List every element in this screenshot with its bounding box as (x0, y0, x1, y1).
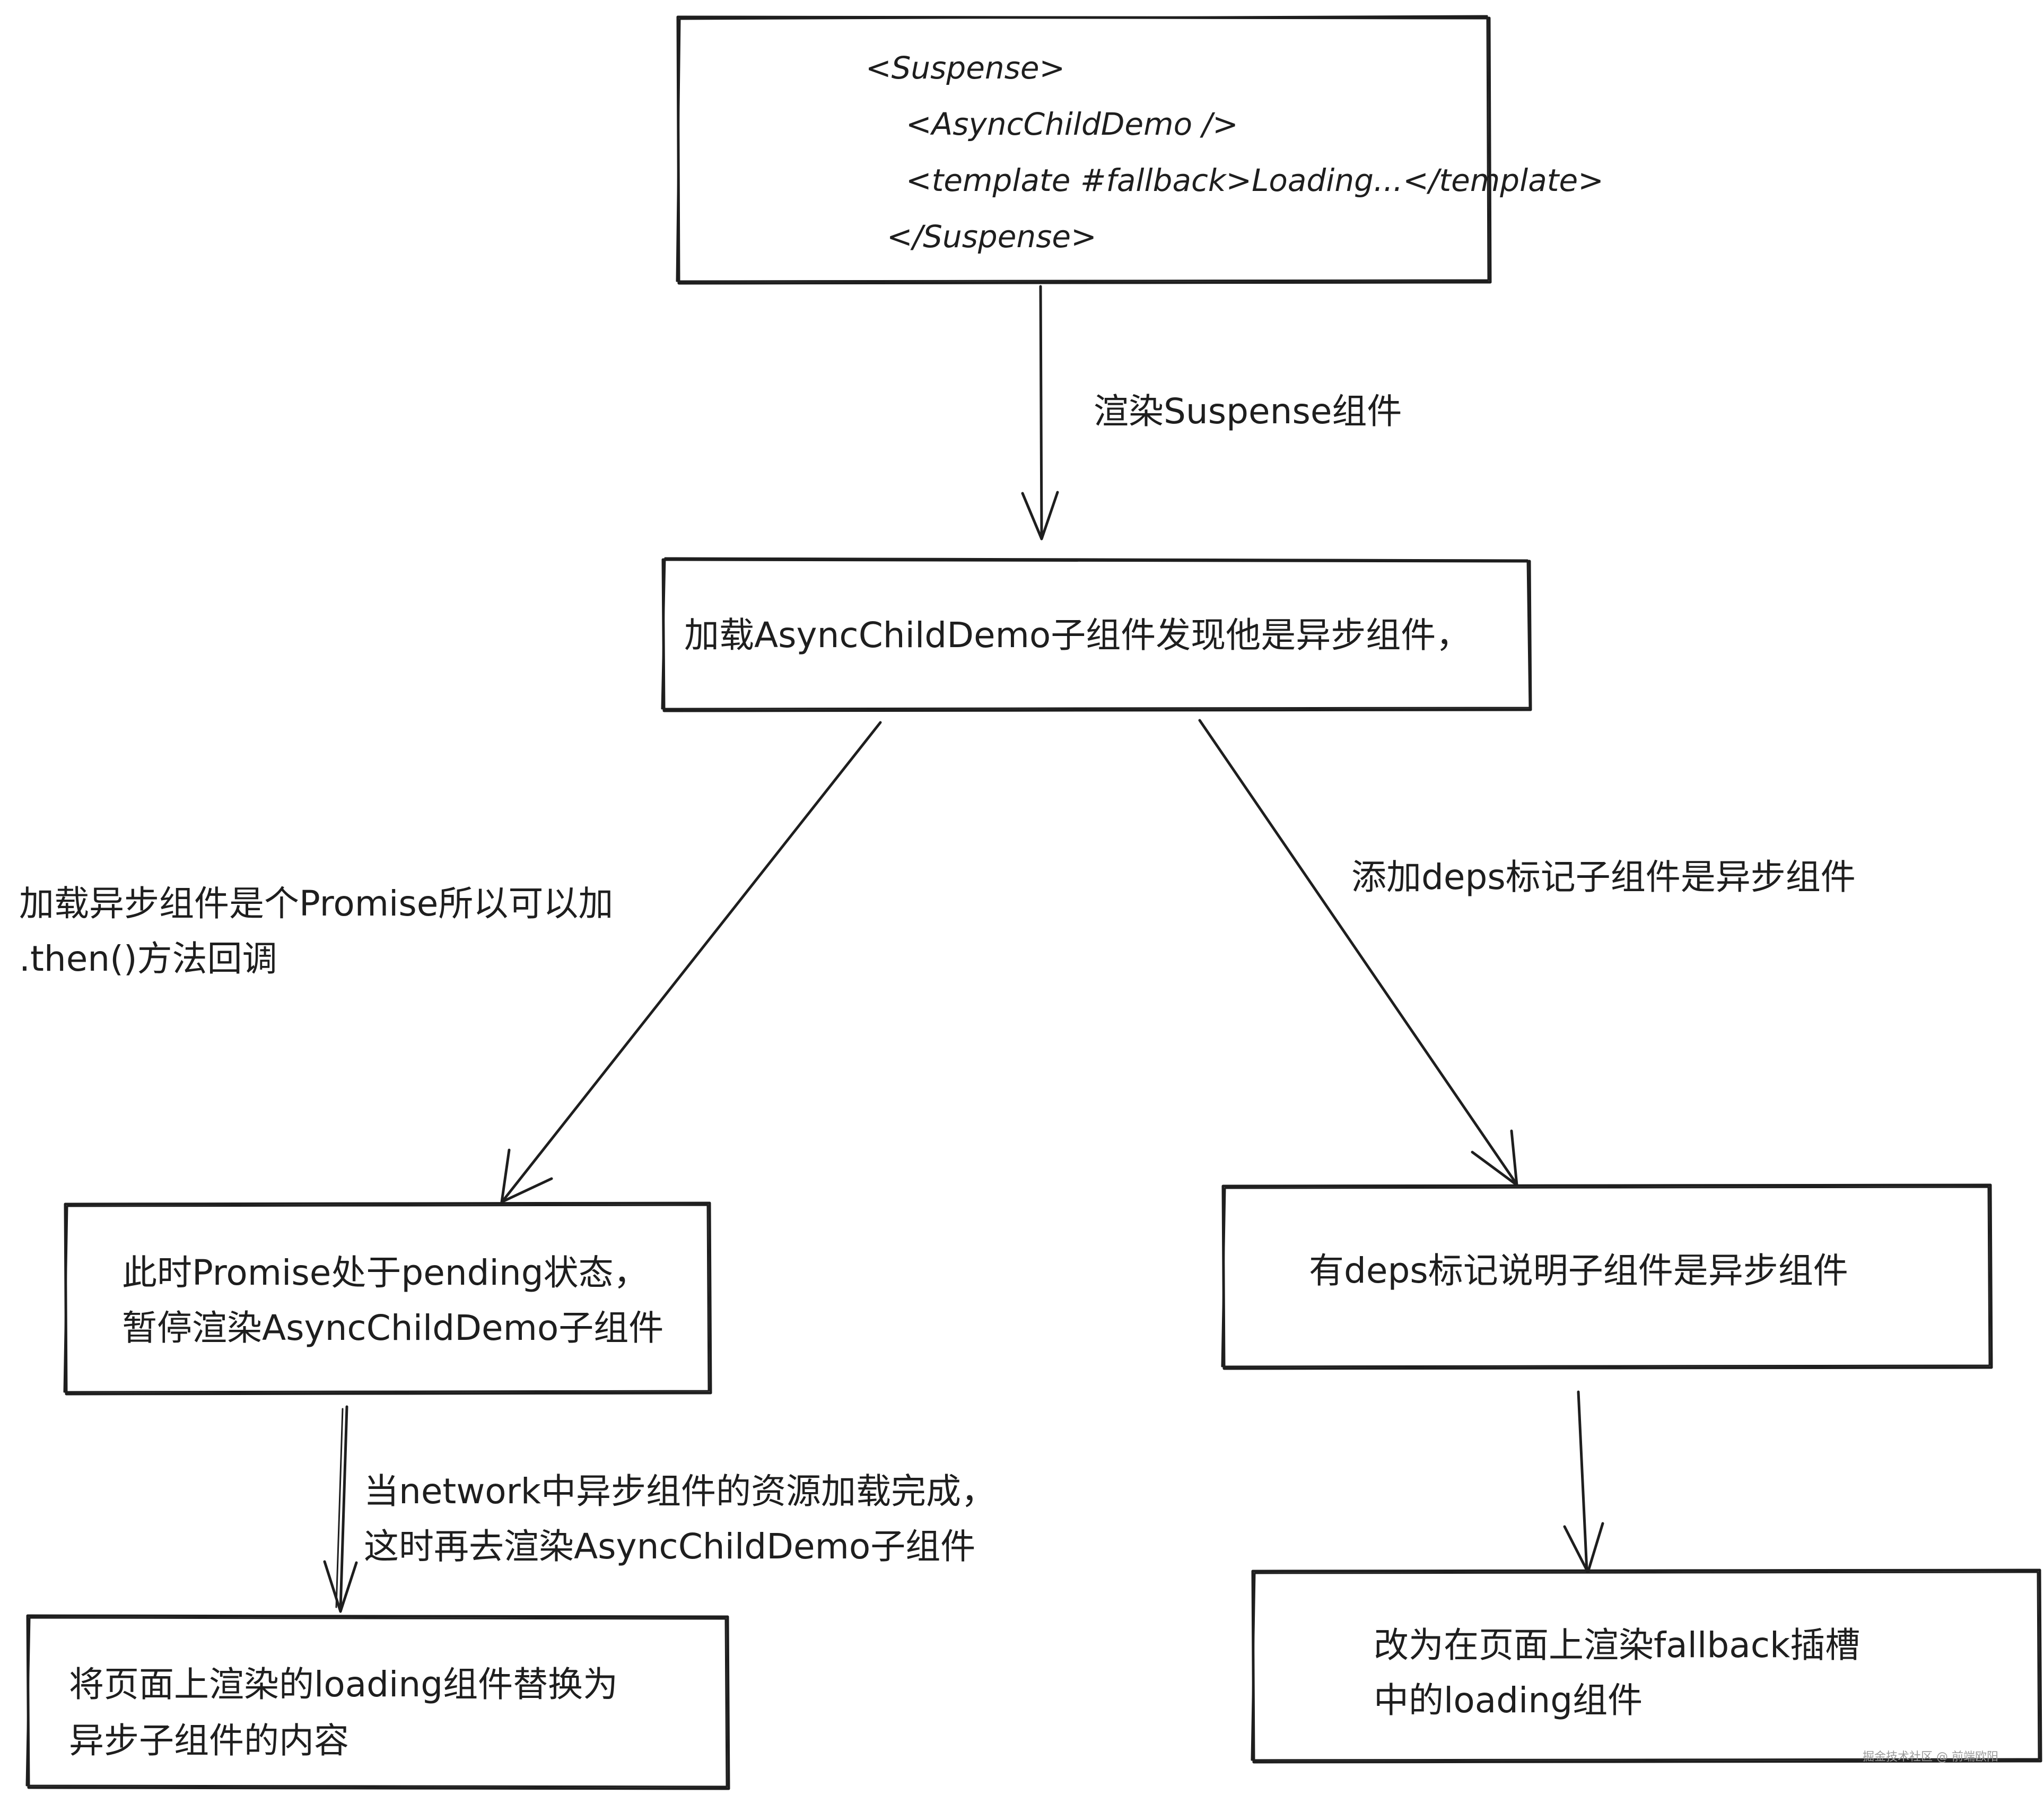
node-deps-text: 有deps标记说明子组件是异步组件 (1309, 1250, 1848, 1291)
load-async-box-outline (661, 557, 1532, 712)
node-pending-line2: 暂停渲染AsyncChildDemo子组件 (122, 1308, 664, 1348)
node-load-async-text: 加载AsyncChildDemo子组件发现他是异步组件， (684, 615, 1471, 656)
code-box-outline (676, 15, 1492, 285)
arrow-deps-to-fallback (1563, 1390, 1604, 1574)
arrow-promise-then (500, 721, 882, 1204)
edge-label-network-line1: 当network中异步组件的资源加载完成， (364, 1471, 997, 1512)
node-fallback-line1: 改为在页面上渲染fallback插槽 (1374, 1625, 1860, 1666)
edge-label-render-suspense: 渲染Suspense组件 (1094, 391, 1402, 432)
arrow-render-suspense (1021, 285, 1059, 541)
edge-label-network-line2: 这时再去渲染AsyncChildDemo子组件 (364, 1526, 976, 1567)
code-line-suspense-close: </Suspense> (887, 219, 1097, 255)
code-line-async-child: <AsyncChildDemo /> (906, 106, 1238, 142)
edge-label-promise-line2: .then()方法回调 (19, 938, 277, 979)
node-replace-line2: 异步子组件的内容 (69, 1720, 349, 1761)
edge-label-promise-line1: 加载异步组件是个Promise所以可以加 (19, 883, 614, 924)
arrow-network-done (323, 1405, 358, 1613)
watermark: 掘金技术社区 @ 前端欧阳 (1863, 1750, 1998, 1764)
node-replace-line1: 将页面上渲染的loading组件替换为 (69, 1664, 618, 1705)
replace-box-outline (25, 1614, 730, 1790)
deps-box-outline (1221, 1183, 1993, 1370)
code-line-suspense-open: <Suspense> (866, 50, 1065, 86)
node-fallback-line2: 中的loading组件 (1374, 1680, 1643, 1721)
node-pending-line1: 此时Promise处于pending状态， (122, 1252, 649, 1293)
pending-box-outline (63, 1201, 712, 1396)
code-line-template-fallback: <template #fallback>Loading...</template… (906, 162, 1604, 198)
arrow-add-deps (1198, 719, 1518, 1187)
fallback-box-outline (1251, 1569, 2042, 1764)
edge-label-add-deps: 添加deps标记子组件是异步组件 (1351, 857, 1856, 898)
